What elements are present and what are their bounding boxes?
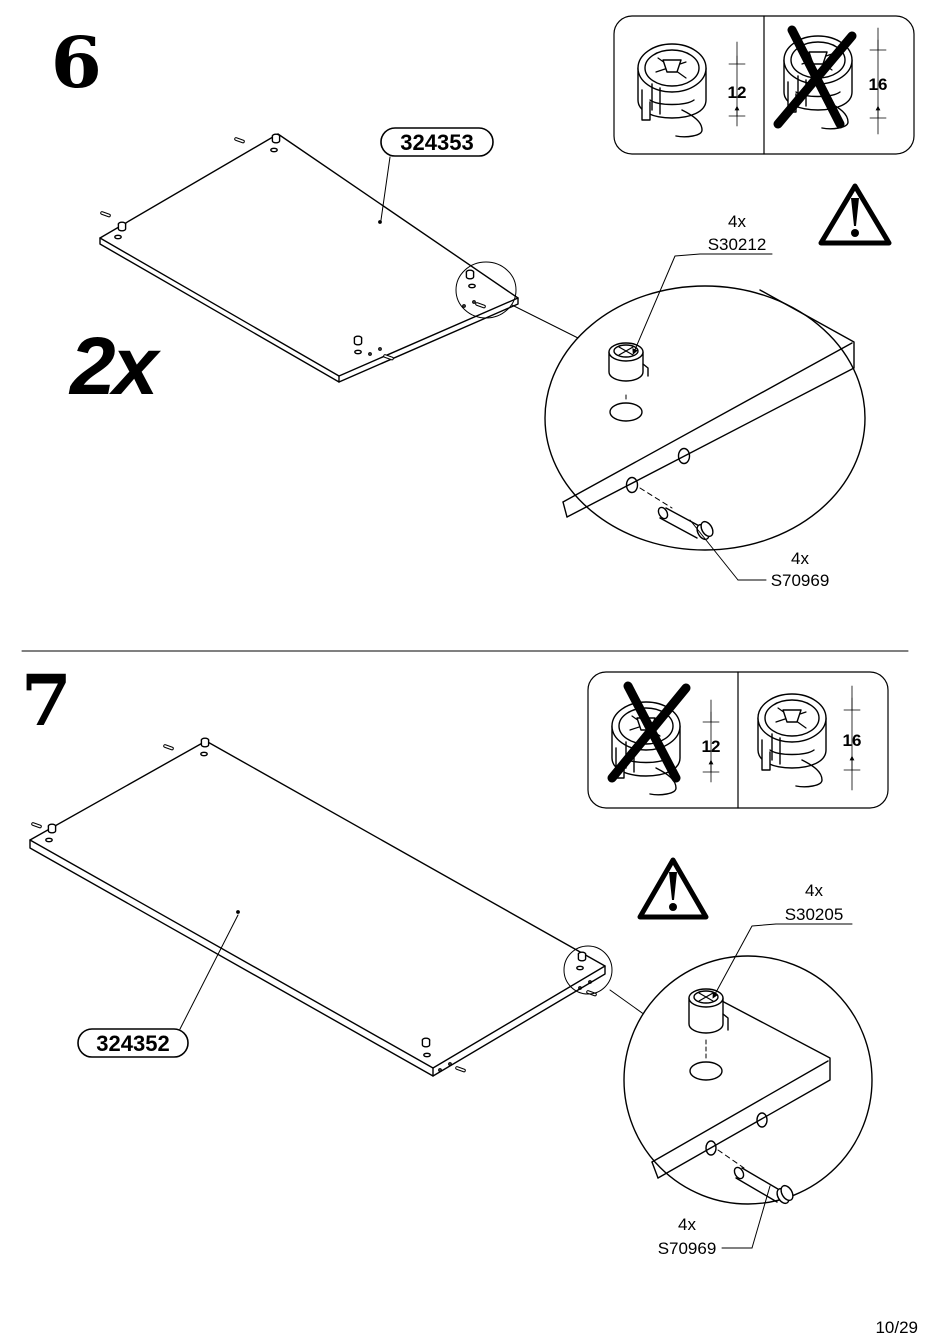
detail-circle-step6 <box>544 285 866 551</box>
svg-text:4x: 4x <box>678 1215 696 1234</box>
svg-text:S30212: S30212 <box>708 235 767 254</box>
wrong-cross-icon <box>773 25 857 129</box>
part-label-324352: 324352 <box>77 914 239 1058</box>
detail-board-step6 <box>562 289 855 541</box>
dimension-12-ok: 12 <box>728 83 747 102</box>
step-7-number: 7 <box>20 659 72 742</box>
panel-324352 <box>29 737 606 1077</box>
page-number: 10/29 <box>875 1318 918 1337</box>
step-6-quantity: 2x <box>70 321 158 412</box>
cam-spec-box-step7: 12 16 <box>587 671 889 809</box>
svg-text:4x: 4x <box>791 549 809 568</box>
svg-text:S70969: S70969 <box>771 571 830 590</box>
svg-text:S70969: S70969 <box>658 1239 717 1258</box>
callout-dowel-s70969-step6: 4x S70969 <box>689 519 830 590</box>
detail-circle-step7 <box>623 955 873 1205</box>
cam-spec-box-step6: 12 16 <box>613 15 915 155</box>
callout-dowel-s70969-step7: 4x S70969 <box>658 1185 771 1258</box>
svg-text:S30205: S30205 <box>785 905 844 924</box>
dimension-16-ok: 16 <box>843 731 862 750</box>
svg-text:4x: 4x <box>728 212 746 231</box>
detail-board-step7 <box>651 988 831 1205</box>
part-code-324352: 324352 <box>96 1031 169 1056</box>
callout-cam-s30205: 4x S30205 <box>712 881 853 999</box>
dimension-16-wrong: 16 <box>869 75 888 94</box>
part-label-324353: 324353 <box>380 127 494 221</box>
part-code-324353: 324353 <box>400 130 473 155</box>
step-6-number: 6 <box>50 21 102 104</box>
wrong-cross-icon <box>607 681 691 783</box>
warning-icon <box>818 183 892 246</box>
callout-cam-s30212: 4x S30212 <box>632 212 773 355</box>
warning-icon <box>637 857 709 920</box>
dimension-12-wrong: 12 <box>702 737 721 756</box>
panel-324353 <box>99 133 519 383</box>
svg-text:4x: 4x <box>805 881 823 900</box>
